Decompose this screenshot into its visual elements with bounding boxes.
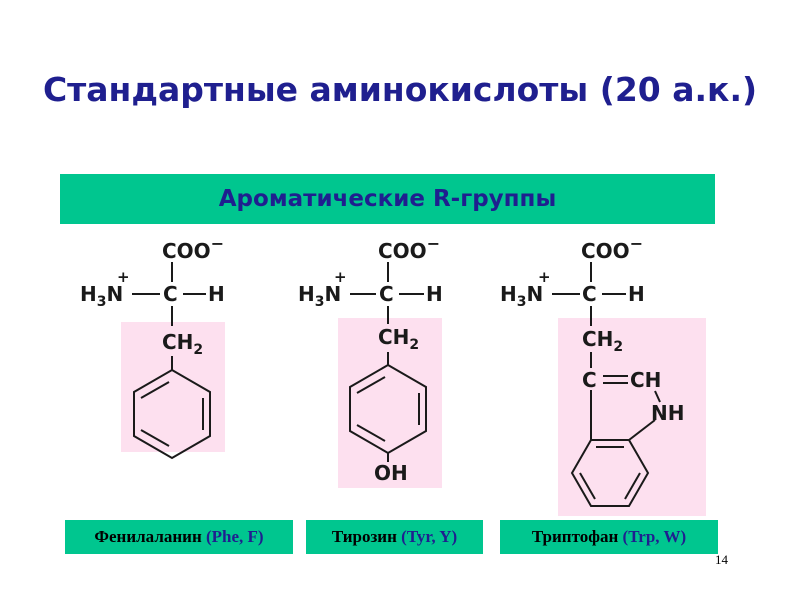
tyr-ch2: CH2 (378, 325, 419, 353)
trp-alpha-carbon: C (582, 282, 597, 306)
tyr-carboxylate: COO− (378, 234, 440, 263)
tyrosine-name: Тирозин (331, 527, 397, 546)
trp-benzene-ring (570, 439, 650, 507)
phe-r-group-highlight (121, 322, 225, 452)
trp-ch2: CH2 (582, 327, 623, 355)
phe-amino-group: H3N (80, 282, 123, 310)
phe-alpha-hydrogen: H (208, 282, 225, 306)
section-header-bar: Ароматические R-группы (60, 174, 715, 224)
trp-ring-ch: CH (630, 368, 661, 392)
tryptophan-name-box: Триптофан (Trp, W) (500, 520, 718, 554)
section-header-label: Ароматические R-группы (218, 186, 557, 212)
tryptophan-code: (Trp, W) (622, 527, 687, 546)
tyr-amino-group: H3N (298, 282, 341, 310)
phenylalanine-structure: COO− + H3N C H CH2 (80, 234, 225, 460)
tyrosine-code: (Tyr, Y) (401, 527, 458, 546)
slide-title: Стандартные аминокислоты (20 а.к.) (42, 70, 758, 109)
tyrosine-structure: COO− + H3N C H CH2 OH (298, 234, 443, 485)
phenylalanine-code: (Phe, F) (206, 527, 264, 546)
phe-ch2: CH2 (162, 330, 203, 358)
trp-r-group-highlight (558, 318, 706, 516)
page-number: 14 (715, 552, 728, 567)
trp-carboxylate: COO− (581, 234, 643, 263)
tyr-alpha-carbon: C (379, 282, 394, 306)
trp-alpha-hydrogen: H (628, 282, 645, 306)
trp-ring-nh: NH (651, 401, 684, 425)
phe-amino-charge: + (117, 268, 130, 286)
tyr-r-group-highlight (338, 318, 442, 488)
tyr-backbone: COO− + H3N C H (298, 234, 443, 324)
phe-carboxylate: COO− (162, 234, 224, 263)
tyr-hydroxyl: OH (374, 461, 408, 485)
phenylalanine-name: Фенилаланин (94, 527, 202, 546)
trp-double-bond (603, 375, 628, 384)
phe-benzene-ring (133, 368, 211, 460)
trp-amino-charge: + (538, 268, 551, 286)
trp-amino-group: H3N (500, 282, 543, 310)
tryptophan-name: Триптофан (531, 527, 619, 546)
trp-backbone: COO− + H3N C H (500, 234, 645, 326)
phe-backbone: COO− + H3N C H (80, 234, 225, 326)
phe-alpha-carbon: C (163, 282, 178, 306)
tryptophan-structure: COO− + H3N C H CH2 C CH NH (500, 234, 684, 507)
tyr-alpha-hydrogen: H (426, 282, 443, 306)
trp-ring-carbon: C (582, 368, 597, 392)
tyr-amino-charge: + (334, 268, 347, 286)
tyrosine-name-box: Тирозин (Tyr, Y) (306, 520, 483, 554)
phenylalanine-name-box: Фенилаланин (Phe, F) (65, 520, 293, 554)
